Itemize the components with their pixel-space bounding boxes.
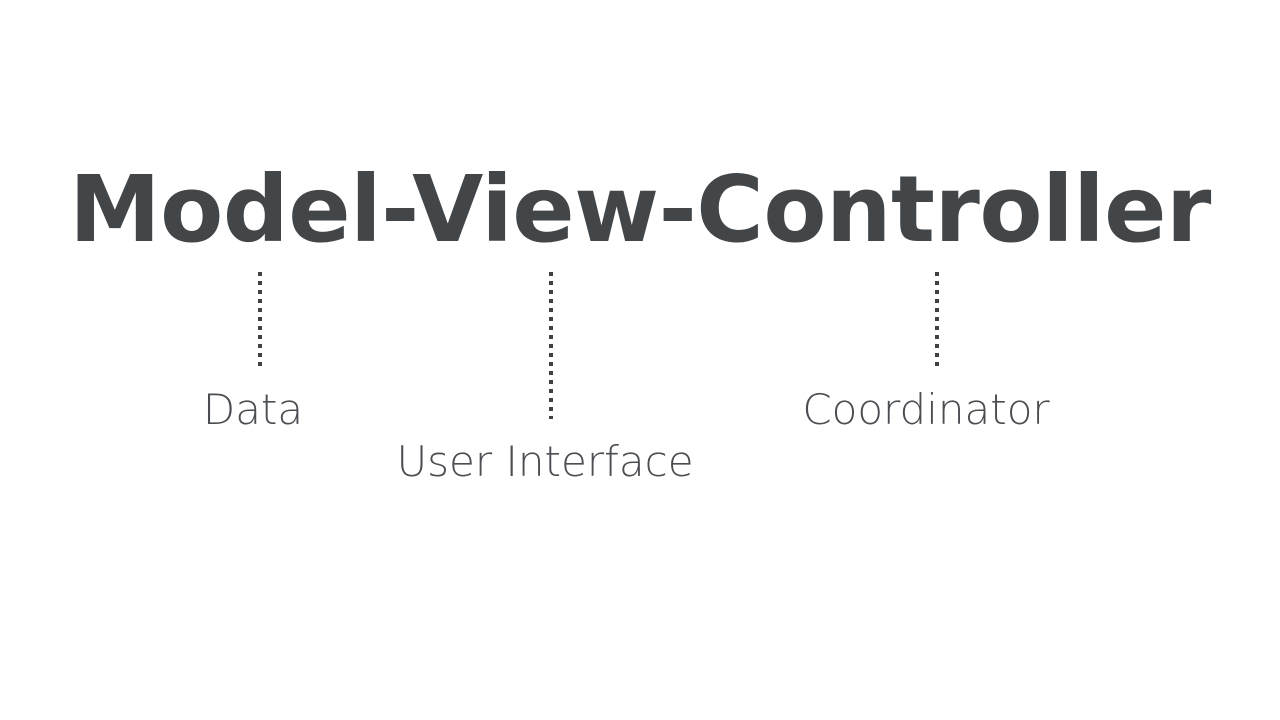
connector-line-model: [258, 272, 262, 366]
branch-label-view: User Interface: [396, 437, 694, 486]
branch-label-controller: Coordinator: [802, 385, 1050, 434]
page-title: Model-View-Controller: [69, 156, 1211, 263]
connector-line-controller: [935, 272, 939, 366]
branch-label-model: Data: [202, 385, 304, 434]
connector-line-view: [549, 272, 553, 419]
